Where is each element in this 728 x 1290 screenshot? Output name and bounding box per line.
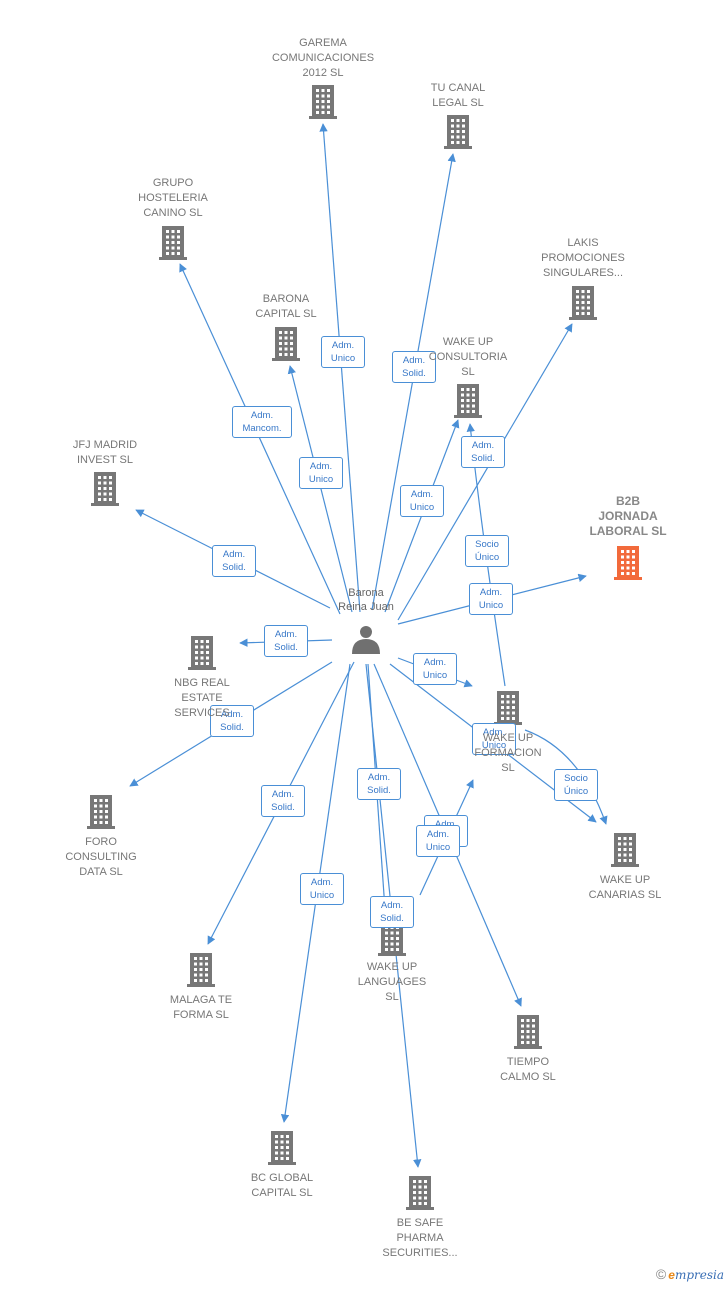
relation-edge-baronacap: [287, 365, 353, 613]
relation-edge-grupo: [179, 263, 341, 615]
relation-edge-lakis: [397, 323, 573, 621]
relation-label-wakeform[interactable]: Adm. Unico: [413, 653, 457, 685]
company-name-besafe[interactable]: BE SAFE PHARMA SECURITIES...: [382, 1217, 458, 1259]
building-icon-besafe[interactable]: [406, 1176, 434, 1210]
building-icon-jfj[interactable]: [91, 472, 119, 506]
building-icon-lakis[interactable]: [569, 286, 597, 320]
relation-label-wakecan[interactable]: Socio Único: [554, 769, 598, 801]
company-name-wakecan[interactable]: WAKE UP CANARIAS SL: [588, 874, 662, 901]
relation-edge-wakecan: [524, 729, 608, 825]
building-icon-wakelang[interactable]: [378, 922, 406, 956]
relation-label-tucanal[interactable]: Adm. Solid.: [392, 351, 436, 383]
relation-label-bcglobal[interactable]: Adm. Unico: [300, 873, 344, 905]
company-name-nbg[interactable]: NBG REAL ESTATE SERVICES: [174, 677, 230, 719]
relation-label-b2b[interactable]: Adm. Unico: [469, 583, 513, 615]
relation-label-garema[interactable]: Adm. Unico: [321, 336, 365, 368]
building-icon-wakecan[interactable]: [611, 833, 639, 867]
relation-label-wakeform[interactable]: Adm. Unico: [416, 825, 460, 857]
company-name-foro[interactable]: FORO CONSULTING DATA SL: [65, 836, 137, 878]
relation-label-nbg[interactable]: Adm. Solid.: [264, 625, 308, 657]
company-name-tucanal[interactable]: TU CANAL LEGAL SL: [430, 82, 486, 109]
company-name-wakeform[interactable]: WAKE UP FORMACION SL: [474, 732, 542, 774]
relation-label-wakecons[interactable]: Adm. Unico: [400, 485, 444, 517]
company-name-grupo[interactable]: GRUPO HOSTELERIA CANINO SL: [138, 177, 208, 219]
building-icon-garema[interactable]: [309, 85, 337, 119]
relation-label-jfj[interactable]: Adm. Solid.: [212, 545, 256, 577]
company-name-lakis[interactable]: LAKIS PROMOCIONES SINGULARES...: [541, 237, 625, 279]
relation-label-baronacap[interactable]: Adm. Unico: [299, 457, 343, 489]
company-name-b2b[interactable]: B2B JORNADA LABORAL SL: [589, 494, 667, 538]
building-icon-wakeform[interactable]: [494, 691, 522, 725]
relation-label-malaga[interactable]: Adm. Solid.: [261, 785, 305, 817]
relation-label-lakis[interactable]: Adm. Solid.: [461, 436, 505, 468]
building-icon-baronacap[interactable]: [272, 327, 300, 361]
company-name-jfj[interactable]: JFJ MADRID INVEST SL: [72, 439, 138, 466]
relation-label-foro[interactable]: Adm. Solid.: [210, 705, 254, 737]
building-icon-foro[interactable]: [87, 795, 115, 829]
company-name-wakelang[interactable]: WAKE UP LANGUAGES SL: [357, 961, 427, 1003]
building-icon-tiempo[interactable]: [514, 1015, 542, 1049]
company-name-tiempo[interactable]: TIEMPO CALMO SL: [500, 1056, 556, 1083]
relation-label-wakecan[interactable]: Adm. Unico: [472, 723, 516, 755]
company-name-garema[interactable]: GAREMA COMUNICACIONES 2012 SL: [271, 37, 375, 79]
empresia-logo: ©empresia: [655, 1266, 724, 1282]
building-icon-nbg[interactable]: [188, 636, 216, 670]
company-name-baronacap[interactable]: BARONA CAPITAL SL: [255, 293, 317, 320]
person-icon[interactable]: [352, 626, 380, 654]
company-name-malaga[interactable]: MALAGA TE FORMA SL: [169, 994, 233, 1021]
relation-edge-garema: [319, 123, 361, 613]
company-name-bcglobal[interactable]: BC GLOBAL CAPITAL SL: [250, 1172, 314, 1199]
building-icon-tucanal[interactable]: [444, 115, 472, 149]
building-icon-malaga[interactable]: [187, 953, 215, 987]
building-icon-grupo[interactable]: [159, 226, 187, 260]
building-icon-b2b[interactable]: [614, 546, 642, 580]
relation-label-wakelang[interactable]: Adm. Solid.: [357, 768, 401, 800]
relation-label-grupo[interactable]: Adm. Mancom.: [232, 406, 292, 438]
building-icon-bcglobal[interactable]: [268, 1131, 296, 1165]
relation-label-besafe[interactable]: Adm. Solid.: [370, 896, 414, 928]
relation-label-wakecons[interactable]: Socio Único: [465, 535, 509, 567]
company-name-wakecons[interactable]: WAKE UP CONSULTORIA SL: [428, 336, 508, 378]
person-name[interactable]: Barona Reina Juan: [338, 587, 394, 613]
building-icon-wakecons[interactable]: [454, 384, 482, 418]
